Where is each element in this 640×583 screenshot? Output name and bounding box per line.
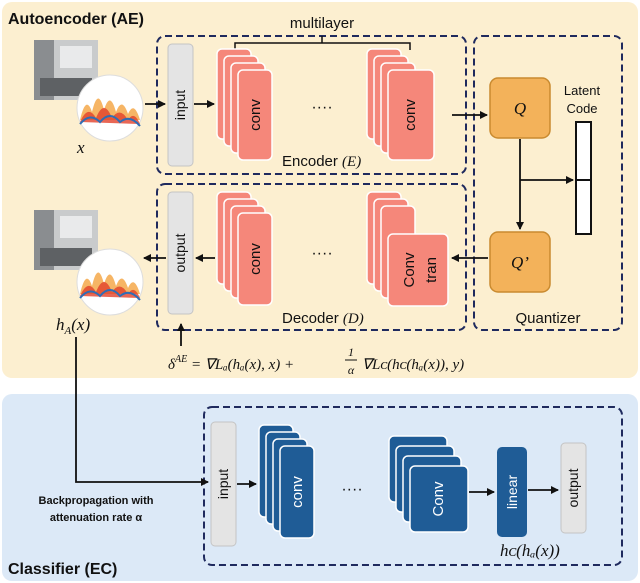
gradient-formula-tail: ∇Lᴄ(hᴄ(hₐ(x)), y)	[362, 357, 464, 373]
classifier-conv-stack-2: Conv	[388, 435, 469, 533]
backprop-note-2: attenuation rate α	[50, 512, 143, 524]
svg-text:linear: linear	[504, 475, 520, 510]
latent-code-label-2: Code	[566, 101, 597, 116]
svg-text:α: α	[348, 363, 355, 377]
classifier-linear-block: linear	[497, 447, 527, 537]
classifier-title: Classifier (EC)	[8, 561, 117, 578]
svg-text:tran: tran	[423, 257, 440, 283]
arrow-reconstruction-to-classifier	[75, 337, 209, 486]
svg-text:conv: conv	[402, 99, 419, 131]
svg-text:input: input	[172, 90, 188, 120]
decoder-output-block: output	[167, 191, 194, 315]
classifier-output-formula: hᴄ(hₐ(x))	[500, 541, 560, 560]
svg-text:Q: Q	[514, 99, 526, 118]
latent-code-label-1: Latent	[564, 83, 601, 98]
classifier-box	[203, 406, 623, 566]
svg-text:conv: conv	[247, 99, 264, 131]
quantizer-box	[473, 35, 623, 331]
reconstructed-signal-circle	[76, 248, 144, 316]
encoder-box	[156, 35, 467, 175]
svg-text:input: input	[215, 469, 231, 499]
decoder-conv-stack-1: conv	[216, 191, 273, 306]
svg-text:conv: conv	[247, 243, 264, 275]
encoder-conv-stack-2: conv	[366, 48, 435, 161]
encoder-ellipsis: ····	[311, 99, 332, 116]
classifier-output-block: output	[560, 442, 587, 534]
multilayer-brace	[234, 36, 411, 50]
svg-text:Q’: Q’	[511, 253, 529, 272]
reconstructed-image	[34, 210, 98, 270]
classifier-conv-stack-1: conv	[258, 424, 315, 539]
svg-text:output: output	[565, 468, 581, 507]
svg-text:1: 1	[348, 345, 354, 359]
classifier-ellipsis: ····	[341, 481, 362, 498]
encoder-conv-stack-1: conv	[216, 48, 273, 161]
svg-text:output: output	[172, 233, 188, 272]
autoencoder-section	[2, 2, 638, 378]
q-prime-block: Q’	[489, 231, 551, 293]
reconstruction-label: hA(x)	[56, 315, 90, 337]
decoder-ellipsis: ····	[311, 245, 332, 262]
gradient-fraction: 1 α	[345, 345, 357, 377]
latent-code-vector	[575, 121, 592, 235]
input-x-label: x	[76, 138, 85, 157]
svg-text:Conv: Conv	[430, 481, 447, 517]
flow-arrows	[75, 100, 574, 496]
gradient-formula: δAE = ∇Lₐ(hₐ(x), x) +	[168, 354, 294, 373]
encoder-caption: Encoder (E)	[282, 153, 361, 170]
input-signal-circle	[76, 74, 144, 142]
autoencoder-title: Autoencoder (AE)	[8, 11, 144, 28]
classifier-input-block: input	[210, 421, 237, 547]
backprop-note-1: Backpropagation with	[39, 495, 154, 507]
quantizer-caption: Quantizer	[515, 310, 580, 327]
multilayer-label: multilayer	[290, 15, 354, 32]
classifier-section	[2, 394, 638, 581]
decoder-caption: Decoder (D)	[282, 310, 364, 327]
decoder-box	[156, 183, 467, 331]
svg-text:Conv: Conv	[401, 252, 418, 288]
svg-text:conv: conv	[289, 476, 306, 508]
decoder-conv-tran-stack: Conv tran	[366, 191, 449, 307]
q-block: Q	[489, 77, 551, 139]
encoder-input-block: input	[167, 43, 194, 167]
